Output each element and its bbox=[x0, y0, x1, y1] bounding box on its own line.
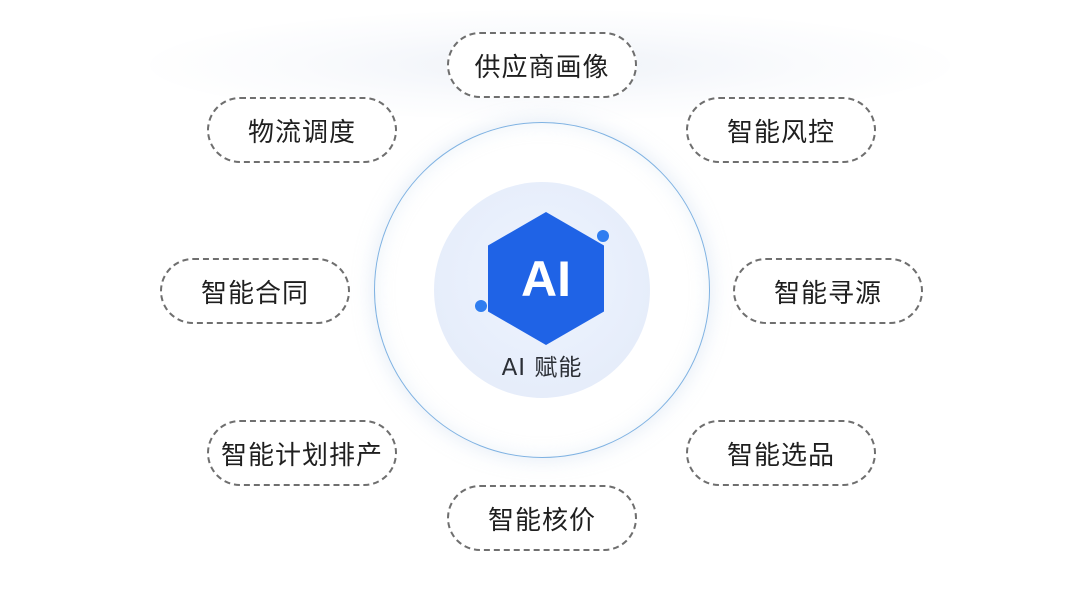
node-smart-sourcing: 智能寻源 bbox=[733, 258, 923, 324]
center-title: AI 赋能 bbox=[501, 355, 583, 381]
node-logistics-dispatch: 物流调度 bbox=[207, 97, 397, 163]
node-smart-risk-control: 智能风控 bbox=[686, 97, 876, 163]
node-smart-contract: 智能合同 bbox=[160, 258, 350, 324]
node-smart-product-selection: 智能选品 bbox=[686, 420, 876, 486]
node-supplier-profile: 供应商画像 bbox=[447, 32, 637, 98]
node-smart-production-planning: 智能计划排产 bbox=[207, 420, 397, 486]
node-smart-pricing: 智能核价 bbox=[447, 485, 637, 551]
